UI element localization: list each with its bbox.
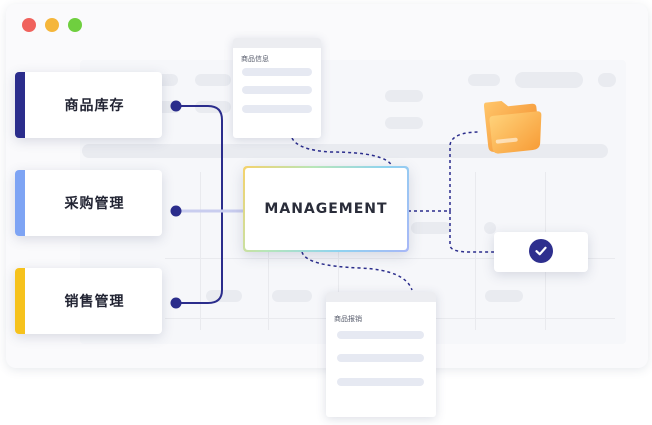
doc-title: 商品报销 <box>334 315 362 323</box>
doc-title: 商品信息 <box>241 55 269 63</box>
window-maximize-button[interactable] <box>68 18 82 32</box>
dashed-connector <box>408 131 481 212</box>
dashed-connector <box>291 137 393 167</box>
dashed-connector <box>301 251 413 291</box>
check-circle-icon <box>529 239 553 263</box>
connector-node <box>170 297 182 309</box>
placeholder-bar <box>598 73 616 87</box>
card-accent <box>15 170 25 236</box>
placeholder-bar <box>385 117 423 129</box>
placeholder-bar <box>515 72 583 88</box>
placeholder-bar-wide <box>82 144 608 158</box>
doc-line <box>242 105 312 113</box>
module-label: 采购管理 <box>64 196 125 212</box>
doc-line <box>242 86 312 94</box>
product-reimbursement-doc[interactable]: 商品报销 <box>326 292 436 417</box>
placeholder-bar <box>468 74 500 86</box>
doc-header <box>233 38 321 48</box>
window-close-button[interactable] <box>22 18 36 32</box>
doc-line <box>337 378 424 386</box>
card-accent <box>15 268 25 334</box>
module-label: 商品库存 <box>64 98 125 114</box>
placeholder-bar <box>484 222 496 234</box>
grid-line <box>475 172 476 330</box>
grid-line <box>165 258 615 259</box>
placeholder-bar <box>411 222 451 234</box>
status-card[interactable] <box>494 232 588 272</box>
solid-connector <box>176 105 223 304</box>
management-label: MANAGEMENT <box>245 168 407 250</box>
placeholder-bar <box>272 290 312 302</box>
module-label: 销售管理 <box>64 294 125 310</box>
grid-line <box>200 172 201 330</box>
doc-header <box>326 292 436 302</box>
module-card-inventory[interactable]: 商品库存 <box>15 72 162 138</box>
card-accent <box>15 72 25 138</box>
connector-node <box>170 100 182 112</box>
module-card-sales[interactable]: 销售管理 <box>15 268 162 334</box>
product-info-doc[interactable]: 商品信息 <box>233 38 321 138</box>
folder-icon <box>483 100 542 154</box>
management-node[interactable]: MANAGEMENT <box>243 166 409 252</box>
doc-line <box>337 331 424 339</box>
dashed-connector <box>449 211 494 253</box>
placeholder-bar <box>385 90 423 102</box>
placeholder-bar <box>485 290 523 302</box>
module-card-purchasing[interactable]: 采购管理 <box>15 170 162 236</box>
placeholder-bar <box>206 290 242 302</box>
connector-node <box>170 205 182 217</box>
doc-line <box>242 68 312 76</box>
window-minimize-button[interactable] <box>45 18 59 32</box>
doc-line <box>337 354 424 362</box>
placeholder-bar <box>195 74 231 86</box>
